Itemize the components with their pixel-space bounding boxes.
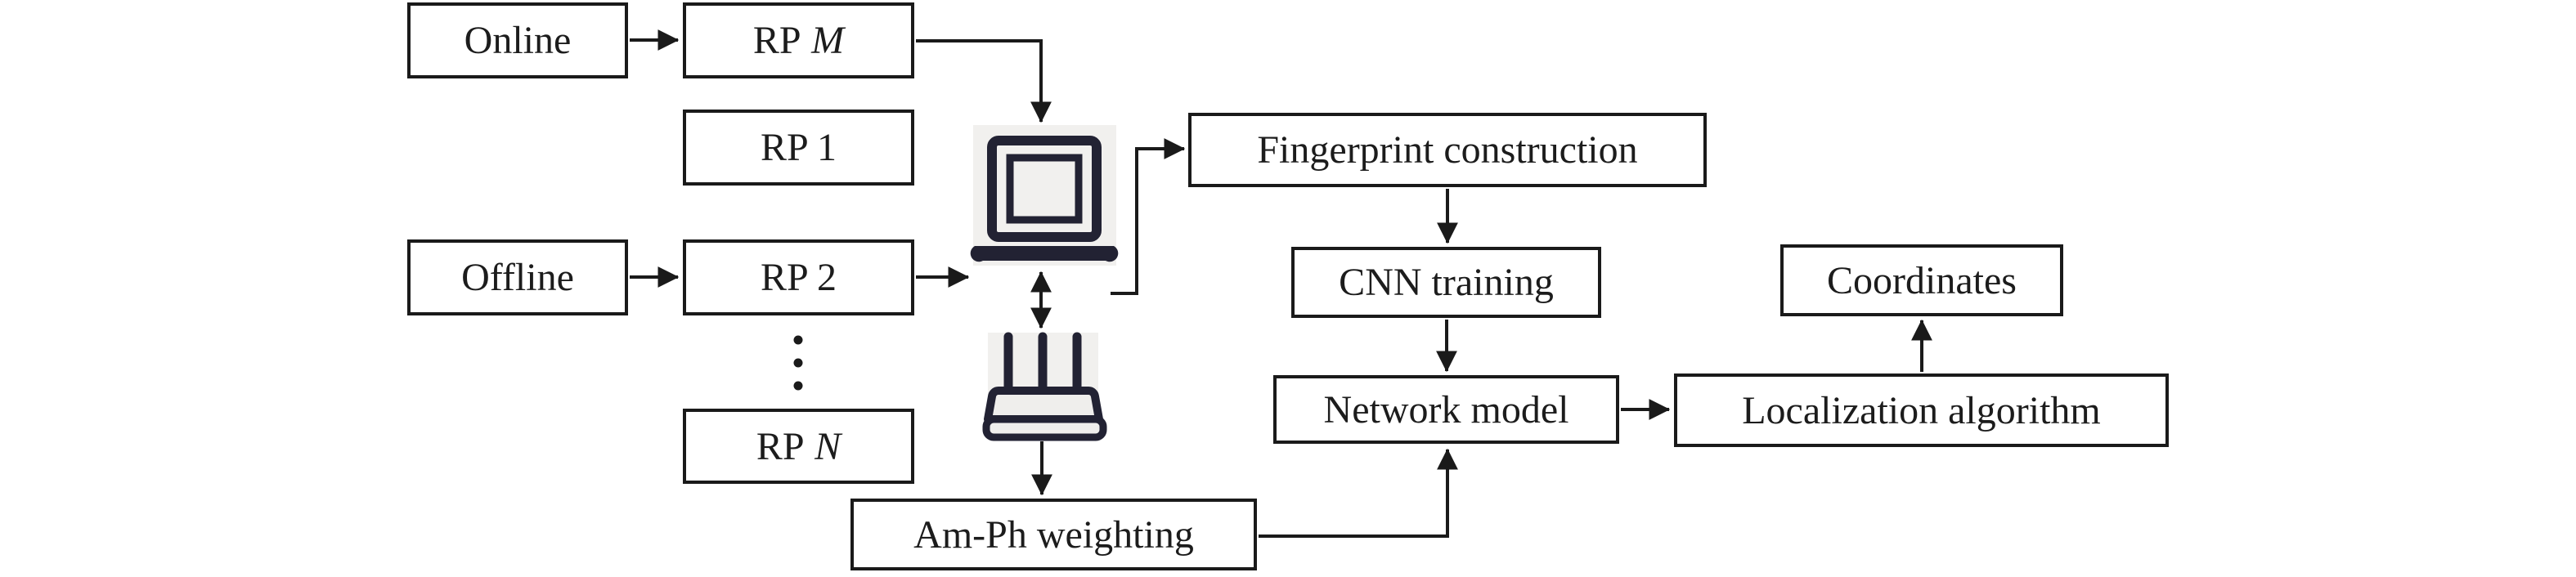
vertical-ellipsis-icon (793, 335, 803, 391)
node-coordinates-label: Coordinates (1827, 258, 2017, 302)
node-cnn-training: CNN training (1291, 247, 1601, 318)
node-fingerprint-construction-label: Fingerprint construction (1257, 128, 1638, 172)
node-localization-algorithm-label: Localization algorithm (1742, 388, 2101, 432)
wifi-router-icon (982, 332, 1107, 441)
node-offline-label: Offline (461, 256, 574, 299)
node-rp-1: RP 1 (683, 110, 914, 186)
laptop-icon (970, 125, 1119, 266)
node-localization-algorithm: Localization algorithm (1674, 373, 2169, 447)
edge-amph-to-network (1259, 448, 1458, 538)
node-rp-2: RP 2 (683, 239, 914, 315)
edge-rpm-to-laptop (916, 39, 1052, 123)
node-online: Online (407, 2, 628, 78)
node-cnn-training-label: CNN training (1339, 261, 1554, 304)
node-online-label: Online (464, 19, 572, 62)
node-fingerprint-construction: Fingerprint construction (1188, 113, 1707, 187)
node-rp-m-prefix: RP (752, 19, 801, 62)
node-network-model-label: Network model (1323, 387, 1569, 432)
node-network-model: Network model (1273, 375, 1619, 444)
node-rp-n-variable: N (815, 424, 841, 468)
node-coordinates: Coordinates (1780, 244, 2063, 316)
edge-laptop-to-fingerprint (1111, 138, 1186, 295)
node-am-ph-weighting-label: Am-Ph weighting (913, 512, 1194, 557)
node-rp-m-variable: M (811, 19, 845, 62)
node-rp-2-label: RP 2 (761, 256, 837, 299)
node-rp-n-prefix: RP (756, 424, 805, 468)
node-offline: Offline (407, 239, 628, 315)
node-rp-1-label: RP 1 (761, 126, 837, 169)
node-am-ph-weighting: Am-Ph weighting (850, 499, 1257, 570)
